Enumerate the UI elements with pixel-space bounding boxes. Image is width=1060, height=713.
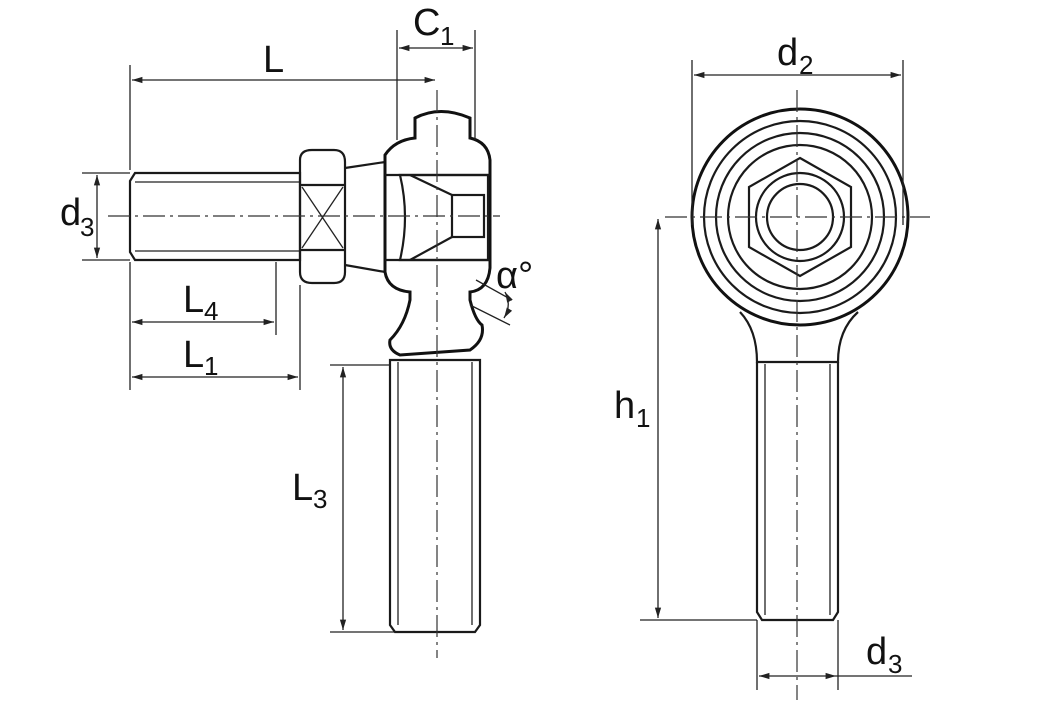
label-d3-right-sub: 3 (888, 649, 902, 679)
label-alpha: α° (496, 255, 533, 297)
vertical-stem (388, 358, 482, 634)
label-L4-sub: 4 (204, 296, 218, 326)
label-h1-sub: 1 (636, 403, 650, 433)
bearing-head-section (383, 110, 492, 357)
label-L3-sub: 3 (313, 484, 327, 514)
dim-alpha (503, 291, 513, 319)
label-h1: h (614, 385, 635, 427)
label-L4: L (183, 279, 204, 321)
label-d2: d (777, 32, 798, 74)
label-L3: L (292, 467, 313, 509)
label-d2-sub: 2 (799, 50, 813, 80)
label-C1-sub: 1 (440, 21, 454, 51)
label-L1-sub: 1 (204, 351, 218, 381)
label-L1: L (183, 334, 204, 376)
front-view: d 2 h 1 d 3 (614, 32, 930, 700)
side-view: L C 1 d 3 L 4 L 1 L 3 α° (60, 2, 533, 658)
label-d3-right: d (866, 631, 887, 673)
label-d3-left-sub: 3 (80, 212, 94, 242)
hex-nut (298, 148, 347, 285)
label-C1: C (413, 2, 440, 44)
taper-neck (344, 160, 387, 274)
label-d3-left: d (60, 192, 81, 234)
eye-head (690, 107, 910, 364)
label-L: L (263, 39, 284, 81)
